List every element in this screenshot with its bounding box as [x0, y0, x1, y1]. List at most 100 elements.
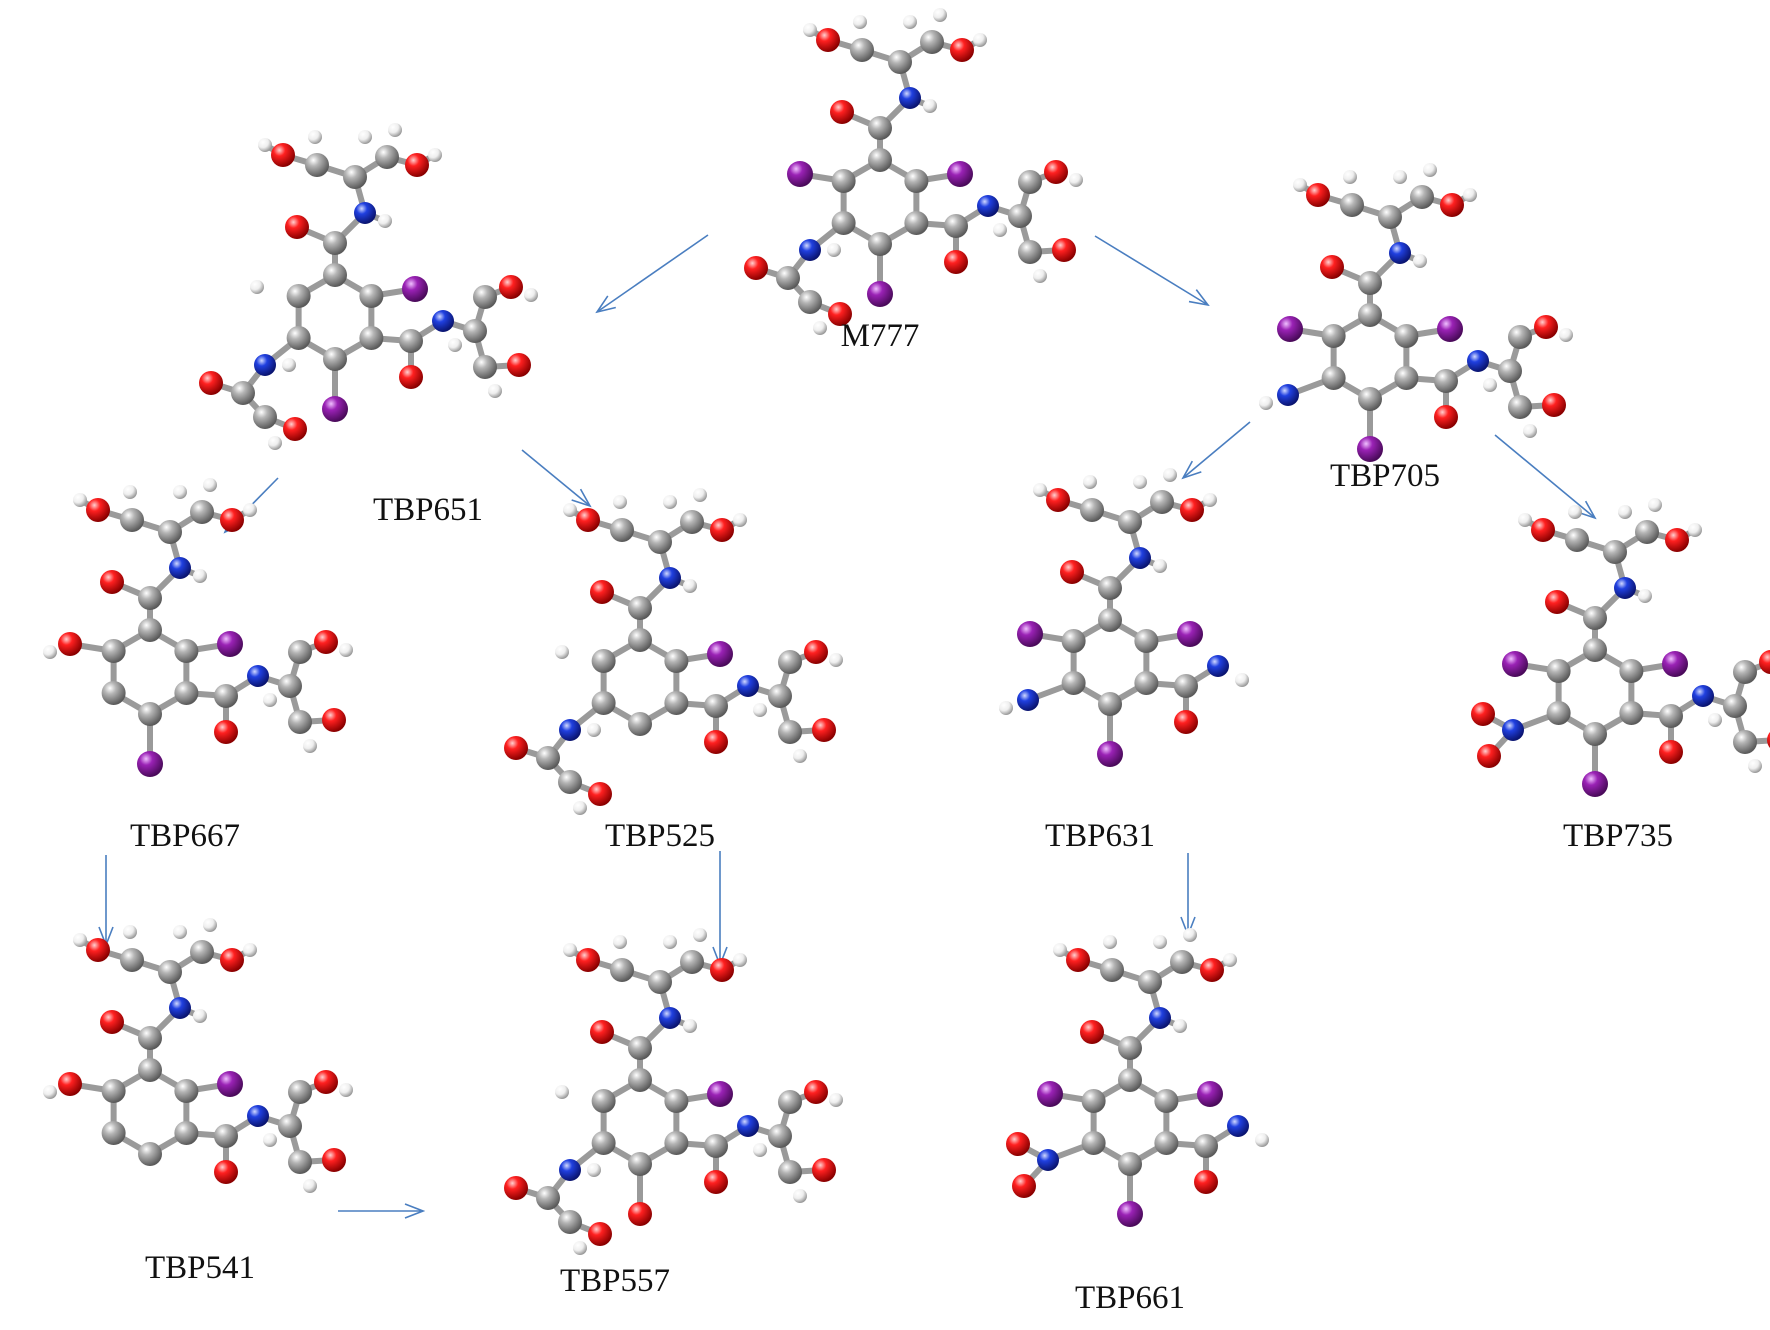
carbon-atom [591, 649, 616, 673]
carbon-atom [288, 1080, 312, 1104]
nitrogen-atom [737, 675, 759, 697]
oxygen-atom [399, 365, 423, 389]
nitrogen-atom [559, 719, 581, 741]
node-label-tbp735: TBP735 [1562, 818, 1674, 854]
iodine-atom [1117, 1201, 1143, 1227]
carbon-atom [138, 702, 162, 726]
nitrogen-atom [169, 557, 191, 579]
hydrogen-atom [203, 918, 217, 932]
carbon-atom [1733, 730, 1757, 754]
carbon-atom [1321, 366, 1346, 390]
carbon-atom [1018, 170, 1042, 194]
carbon-atom [174, 681, 199, 705]
iodine-atom [1197, 1081, 1223, 1107]
iodine-atom [322, 396, 348, 422]
hydrogen-atom [282, 358, 296, 372]
carbon-atom [1619, 659, 1644, 683]
carbon-atom [778, 650, 802, 674]
iodine-atom [1017, 621, 1043, 647]
carbon-atom [591, 1089, 616, 1113]
carbon-atom [1340, 193, 1364, 217]
arrow-tbp705-to-tbp631 [1183, 421, 1251, 478]
carbon-atom [305, 153, 329, 177]
hydrogen-atom [973, 33, 987, 47]
carbon-atom [359, 326, 384, 350]
nitrogen-atom [1277, 384, 1299, 406]
carbon-atom [138, 1142, 162, 1166]
hydrogen-atom [827, 243, 841, 257]
hydrogen-atom [488, 384, 502, 398]
carbon-atom [1170, 950, 1194, 974]
hydrogen-atom [1523, 424, 1537, 438]
carbon-atom [1394, 366, 1419, 390]
hydrogen-atom [1748, 759, 1762, 773]
hydrogen-atom [1103, 935, 1117, 949]
carbon-atom [591, 691, 616, 715]
hydrogen-atom [563, 943, 577, 957]
carbon-atom [664, 1131, 689, 1155]
hydrogen-atom [903, 15, 917, 29]
hydrogen-atom [339, 1083, 353, 1097]
oxygen-atom [314, 630, 338, 654]
carbon-atom [1358, 387, 1382, 411]
hydrogen-atom [683, 1019, 697, 1033]
carbon-atom [1194, 1134, 1218, 1158]
nitrogen-atom [799, 239, 821, 261]
carbon-atom [778, 720, 802, 744]
hydrogen-atom [555, 645, 569, 659]
carbon-atom [628, 596, 652, 620]
carbon-atom [1410, 185, 1434, 209]
carbon-atom [778, 1090, 802, 1114]
hydrogen-atom [1413, 254, 1427, 268]
hydrogen-atom [1069, 173, 1083, 187]
hydrogen-atom [555, 1085, 569, 1099]
oxygen-atom [588, 1222, 612, 1246]
carbon-atom [120, 948, 144, 972]
carbon-atom [323, 263, 347, 287]
hydrogen-atom [1153, 559, 1167, 573]
nitrogen-atom [254, 354, 276, 376]
carbon-atom [904, 169, 929, 193]
carbon-atom [174, 1121, 199, 1145]
oxygen-atom [1012, 1174, 1036, 1198]
hydrogen-atom [263, 1133, 277, 1147]
node-label-tbp525: TBP525 [604, 818, 716, 854]
nitrogen-atom [1502, 719, 1524, 741]
iodine-atom [867, 281, 893, 307]
hydrogen-atom [1293, 178, 1307, 192]
hydrogen-atom [173, 925, 187, 939]
carbon-atom [1098, 608, 1122, 632]
hydrogen-atom [793, 1189, 807, 1203]
iodine-atom [1662, 651, 1688, 677]
hydrogen-atom [263, 693, 277, 707]
oxygen-atom [1471, 702, 1495, 726]
oxygen-atom [405, 153, 429, 177]
carbon-atom [628, 712, 652, 736]
oxygen-atom [86, 938, 110, 962]
carbon-atom [1394, 324, 1419, 348]
hydrogen-atom [753, 1143, 767, 1157]
carbon-atom [904, 211, 929, 235]
hydrogen-atom [829, 1093, 843, 1107]
hydrogen-atom [829, 653, 843, 667]
molecule-tbp661 [1006, 928, 1269, 1227]
hydrogen-atom [663, 495, 677, 509]
hydrogen-atom [933, 8, 947, 22]
carbon-atom [1154, 1089, 1179, 1113]
carbon-atom [888, 50, 912, 74]
hydrogen-atom [1033, 483, 1047, 497]
carbon-atom [1118, 1068, 1142, 1092]
iodine-atom [1357, 436, 1383, 462]
carbon-atom [1434, 369, 1458, 393]
carbon-atom [1154, 1131, 1179, 1155]
arrow-tbp705-to-tbp735 [1494, 434, 1595, 518]
carbon-atom [286, 326, 311, 350]
carbon-atom [1100, 958, 1124, 982]
arrow-m777-to-tbp651 [597, 234, 709, 312]
carbon-atom [558, 1210, 582, 1234]
oxygen-atom [1200, 958, 1224, 982]
molecule-tbp557 [504, 928, 843, 1255]
oxygen-atom [1306, 183, 1330, 207]
nitrogen-atom [1227, 1115, 1249, 1137]
carbon-atom [231, 381, 255, 405]
